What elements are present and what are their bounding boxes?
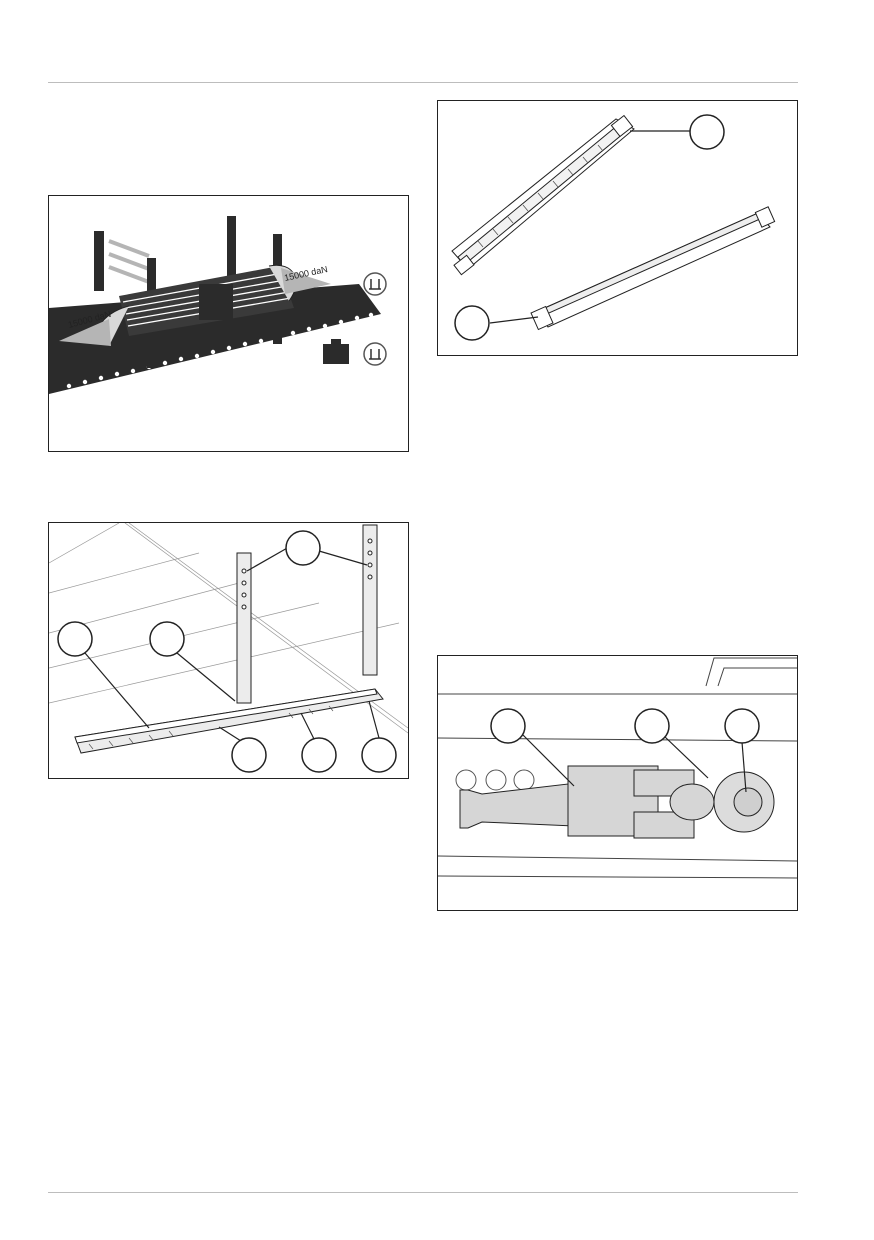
callout-circle-top (689, 114, 725, 150)
callout-leader-b2 (300, 712, 316, 742)
callout-circle-bottom-2 (301, 737, 337, 773)
callout-leader-1 (519, 731, 575, 787)
figure-load-securing: 15000 daN 15000 daN (48, 195, 409, 452)
lashing-symbol-icon (363, 272, 387, 296)
toothed-rail (451, 114, 635, 276)
mounting-rail (530, 206, 776, 331)
callout-circle-left (57, 621, 93, 657)
rail-parts-illustration (451, 114, 776, 341)
callout-leader-b3 (368, 700, 380, 739)
callout-leader-left (84, 652, 150, 729)
coupling-body (459, 765, 775, 839)
callout-circle-mid (149, 621, 185, 657)
figure-coupling-detail (437, 655, 798, 911)
arrows-behind (108, 239, 150, 284)
callout-circle-2 (634, 708, 670, 744)
background-holes (455, 769, 535, 791)
force-arrow-left (59, 319, 111, 346)
callout-circle-bottom-3 (361, 737, 397, 773)
mounted-assembly-illustration (49, 523, 408, 773)
lashing-symbol-icon-2 (363, 342, 387, 366)
callout-leader-bottom (489, 316, 539, 324)
callout-leader-mid (176, 652, 236, 702)
callout-leader-3 (741, 741, 747, 793)
figure-mounted-assembly (48, 522, 409, 779)
load-securing-illustration: 15000 daN 15000 daN (49, 216, 387, 394)
callout-leader-posts-a (246, 546, 290, 572)
callout-leader-posts-b (318, 550, 368, 566)
callout-leader-b1 (218, 726, 242, 742)
callout-leader-2 (663, 735, 709, 779)
header-rule (48, 82, 798, 83)
callout-circle-1 (490, 708, 526, 744)
footer-rule (48, 1192, 798, 1193)
callout-circle-posts (285, 530, 321, 566)
coupling-detail-illustration (438, 657, 797, 879)
cargo-coil (119, 266, 294, 336)
figure-rail-parts (437, 100, 798, 356)
callout-circle-3 (724, 708, 760, 744)
weight-icon (323, 344, 349, 364)
force-arrow-right (281, 268, 331, 294)
upright-posts (236, 524, 378, 704)
callout-circle-bottom (454, 305, 490, 341)
assembly-rail (74, 688, 384, 754)
callout-circle-bottom-1 (231, 737, 267, 773)
